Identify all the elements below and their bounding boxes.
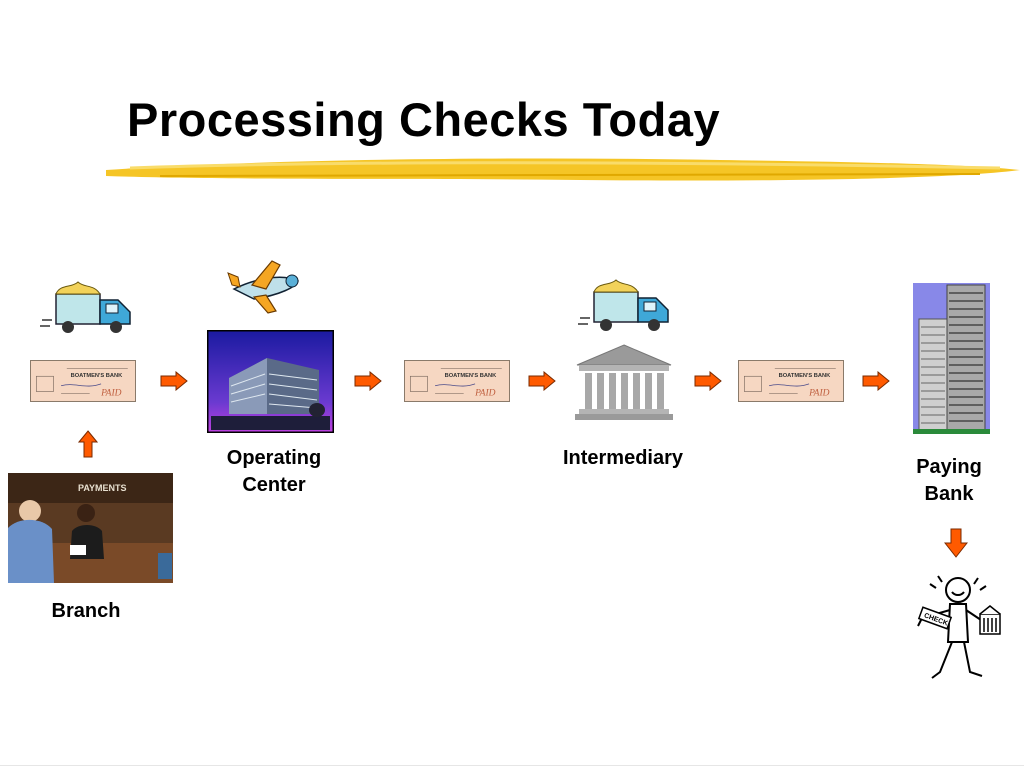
airplane-icon [224,255,304,317]
node-label-paying-bank: Paying Bank [890,454,1008,508]
arrow-right-icon [160,371,188,391]
arrow-right-icon [694,371,722,391]
arrow-right-icon [354,371,382,391]
node-label-operating-center-line2: Center [204,472,344,499]
arrow-right-icon [862,371,890,391]
check-paid-stamp: PAID [100,388,122,398]
check-bank-name: BOATMEN'S BANK [445,373,498,379]
delivery-truck-icon [576,278,674,336]
slide-bottom-rule [0,765,1024,766]
arrow-down-icon [944,528,968,558]
bank-building-icon [575,343,673,421]
happy-customer-cartoon: CHECK [908,572,1002,682]
paying-bank-towers [913,283,990,434]
operating-center-building [207,330,334,433]
node-label-operating-center-line1: Operating [204,445,344,472]
payments-sign: PAYMENTS [78,483,127,493]
check-bank-name: BOATMEN'S BANK [71,373,124,379]
node-label-paying-bank-line1: Paying [890,454,1008,481]
delivery-truck-icon [38,280,136,338]
branch-photo: PAYMENTS [8,473,173,583]
check-image: BOATMEN'S BANK PAID [30,360,136,402]
check-bank-name: BOATMEN'S BANK [779,373,832,379]
arrow-right-icon [528,371,556,391]
slide-title: Processing Checks Today [127,92,720,147]
check-image: BOATMEN'S BANK PAID [738,360,844,402]
node-label-branch: Branch [30,598,142,625]
title-highlight-stroke [100,148,1024,190]
check-paid-stamp: PAID [808,388,830,398]
node-label-paying-bank-line2: Bank [890,481,1008,508]
node-label-intermediary: Intermediary [548,445,698,472]
check-paid-stamp: PAID [474,388,496,398]
node-label-operating-center: Operating Center [204,445,344,499]
check-image: BOATMEN'S BANK PAID [404,360,510,402]
arrow-up-icon [78,430,98,458]
